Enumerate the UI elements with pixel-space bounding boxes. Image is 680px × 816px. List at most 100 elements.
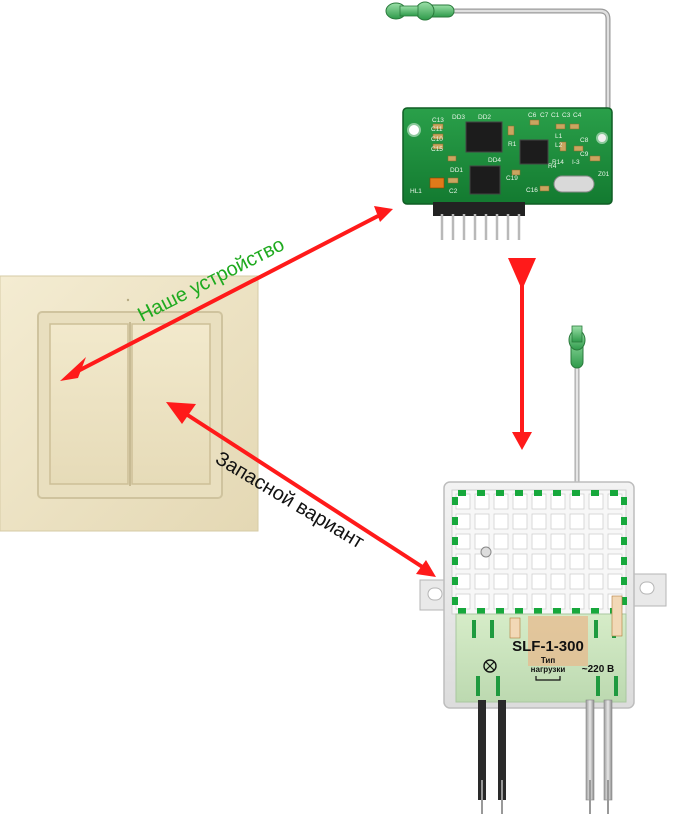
lid-edge-mark (452, 597, 458, 605)
module-output-wires (478, 699, 613, 814)
pcb-ref-c6: C6 (528, 112, 537, 119)
pcb-ref-c16: C16 (526, 187, 538, 194)
lid-vent-cell (569, 573, 585, 590)
lid-vent-cell (474, 573, 490, 590)
lid-edge-mark (458, 490, 466, 496)
lid-vent-cell (512, 593, 528, 610)
pcb-ref-c8: C8 (580, 137, 589, 144)
module-component-right (611, 595, 623, 637)
lid-vent-cell (569, 533, 585, 550)
lid-edge-mark (496, 608, 504, 614)
lid-vent-cell (531, 513, 547, 530)
lid-edge-mark (553, 608, 561, 614)
lid-vent-cell (493, 533, 509, 550)
pcb-radio-module: DD3 C13 C11 C10 C15 DD2 C6 C7 C1 C3 C4 R… (402, 107, 613, 240)
lid-edge-mark (572, 490, 580, 496)
module-antenna (568, 325, 586, 500)
pcb-antenna (385, 1, 611, 120)
pcb-pin-set (440, 214, 521, 240)
lid-vent-cell (607, 513, 623, 530)
lid-edge-mark (458, 608, 466, 614)
lid-vent-cell (569, 513, 585, 530)
lamp-symbol-icon (483, 659, 497, 673)
lid-vent-cell (455, 573, 471, 590)
lid-vent-cell (531, 573, 547, 590)
lid-edge-mark (534, 608, 542, 614)
lid-edge-mark (621, 597, 627, 605)
lid-vent-cell (512, 553, 528, 570)
lid-vent-cell (607, 573, 623, 590)
pcb-ref-c1: C1 (551, 112, 560, 119)
pcb-ref-c3: C3 (562, 112, 571, 119)
lid-vent-cell (550, 493, 566, 510)
pcb-mount-hole-left (407, 123, 421, 137)
lid-vent-cell (512, 493, 528, 510)
lid-vent-cell (569, 593, 585, 610)
lid-vent-cell (531, 493, 547, 510)
pcb-ref-c7: C7 (540, 112, 549, 119)
pcb-ref-l2: L2 (555, 142, 563, 149)
lid-edge-mark (591, 608, 599, 614)
module-load-type-label: Тип (541, 656, 556, 665)
lid-vent-cell (531, 593, 547, 610)
lid-vent-cell (607, 533, 623, 550)
pcb-ref-dd2: DD2 (478, 114, 491, 121)
lid-vent-cell (512, 533, 528, 550)
pcb-led-hl1 (429, 177, 445, 189)
pcb-ref-r1: R1 (508, 141, 517, 148)
lid-edge-mark (621, 537, 627, 545)
arrow-backup-tail (166, 402, 196, 424)
arrow-down-tail (508, 258, 536, 290)
lid-vent-cell (493, 593, 509, 610)
pcb-ref-c19: C19 (506, 175, 518, 182)
pcb-ref-i3: I-3 (572, 159, 580, 166)
lid-vent-cell (455, 513, 471, 530)
module-ear-right-slot (639, 581, 655, 595)
lid-vent-cell (550, 593, 566, 610)
switch-screw-dot (126, 298, 130, 302)
pcb-ref-dd4: DD4 (488, 157, 501, 164)
lid-vent-cell (474, 493, 490, 510)
lid-vent-cell (493, 513, 509, 530)
lid-vent-cell (455, 533, 471, 550)
lid-edge-mark (621, 497, 627, 505)
module-relay-window (528, 616, 588, 666)
lid-vent-cell (550, 573, 566, 590)
pcb-ref-c2: C2 (449, 188, 458, 195)
pcb-ref-r14: R14 (552, 159, 564, 166)
antenna-wire-outline (452, 8, 611, 120)
lid-edge-mark (452, 517, 458, 525)
pcb-silkscreen: DD3 C13 C11 C10 C15 DD2 C6 C7 C1 C3 C4 R… (410, 112, 610, 195)
lid-vent-cell (550, 533, 566, 550)
lid-vent-cell (455, 593, 471, 610)
lid-vent-cell (493, 573, 509, 590)
lid-edge-mark (534, 490, 542, 496)
lid-edge-mark (591, 490, 599, 496)
switch-key-left[interactable] (49, 323, 129, 485)
lid-vent-cell (493, 493, 509, 510)
lid-edge-mark (553, 490, 561, 496)
lid-vent-cell (550, 513, 566, 530)
arrow-our-device-line (77, 214, 379, 373)
pcb-ref-c11: C11 (431, 126, 443, 133)
pcb-chip-dd2 (465, 121, 503, 153)
lid-edge-mark (452, 497, 458, 505)
lid-vent-cell (569, 553, 585, 570)
lid-edge-mark (477, 490, 485, 496)
lid-vent-cell (455, 493, 471, 510)
arrow-backup-head (416, 560, 436, 577)
antenna-wire (452, 9, 610, 120)
module-load-type-label2: нагрузки (531, 665, 566, 674)
arrow-down-head (512, 432, 532, 450)
lid-vent-cell (455, 553, 471, 570)
pcb-header-block (433, 202, 525, 216)
pcb-header-pins (433, 202, 525, 240)
wire-black-2 (498, 700, 506, 800)
pcb-mount-hole-right (596, 132, 608, 144)
lid-edge-mark (477, 608, 485, 614)
lid-vent-cell (512, 513, 528, 530)
lid-edge-mark (621, 577, 627, 585)
lid-edge-mark (572, 608, 580, 614)
lid-edge-mark (452, 537, 458, 545)
